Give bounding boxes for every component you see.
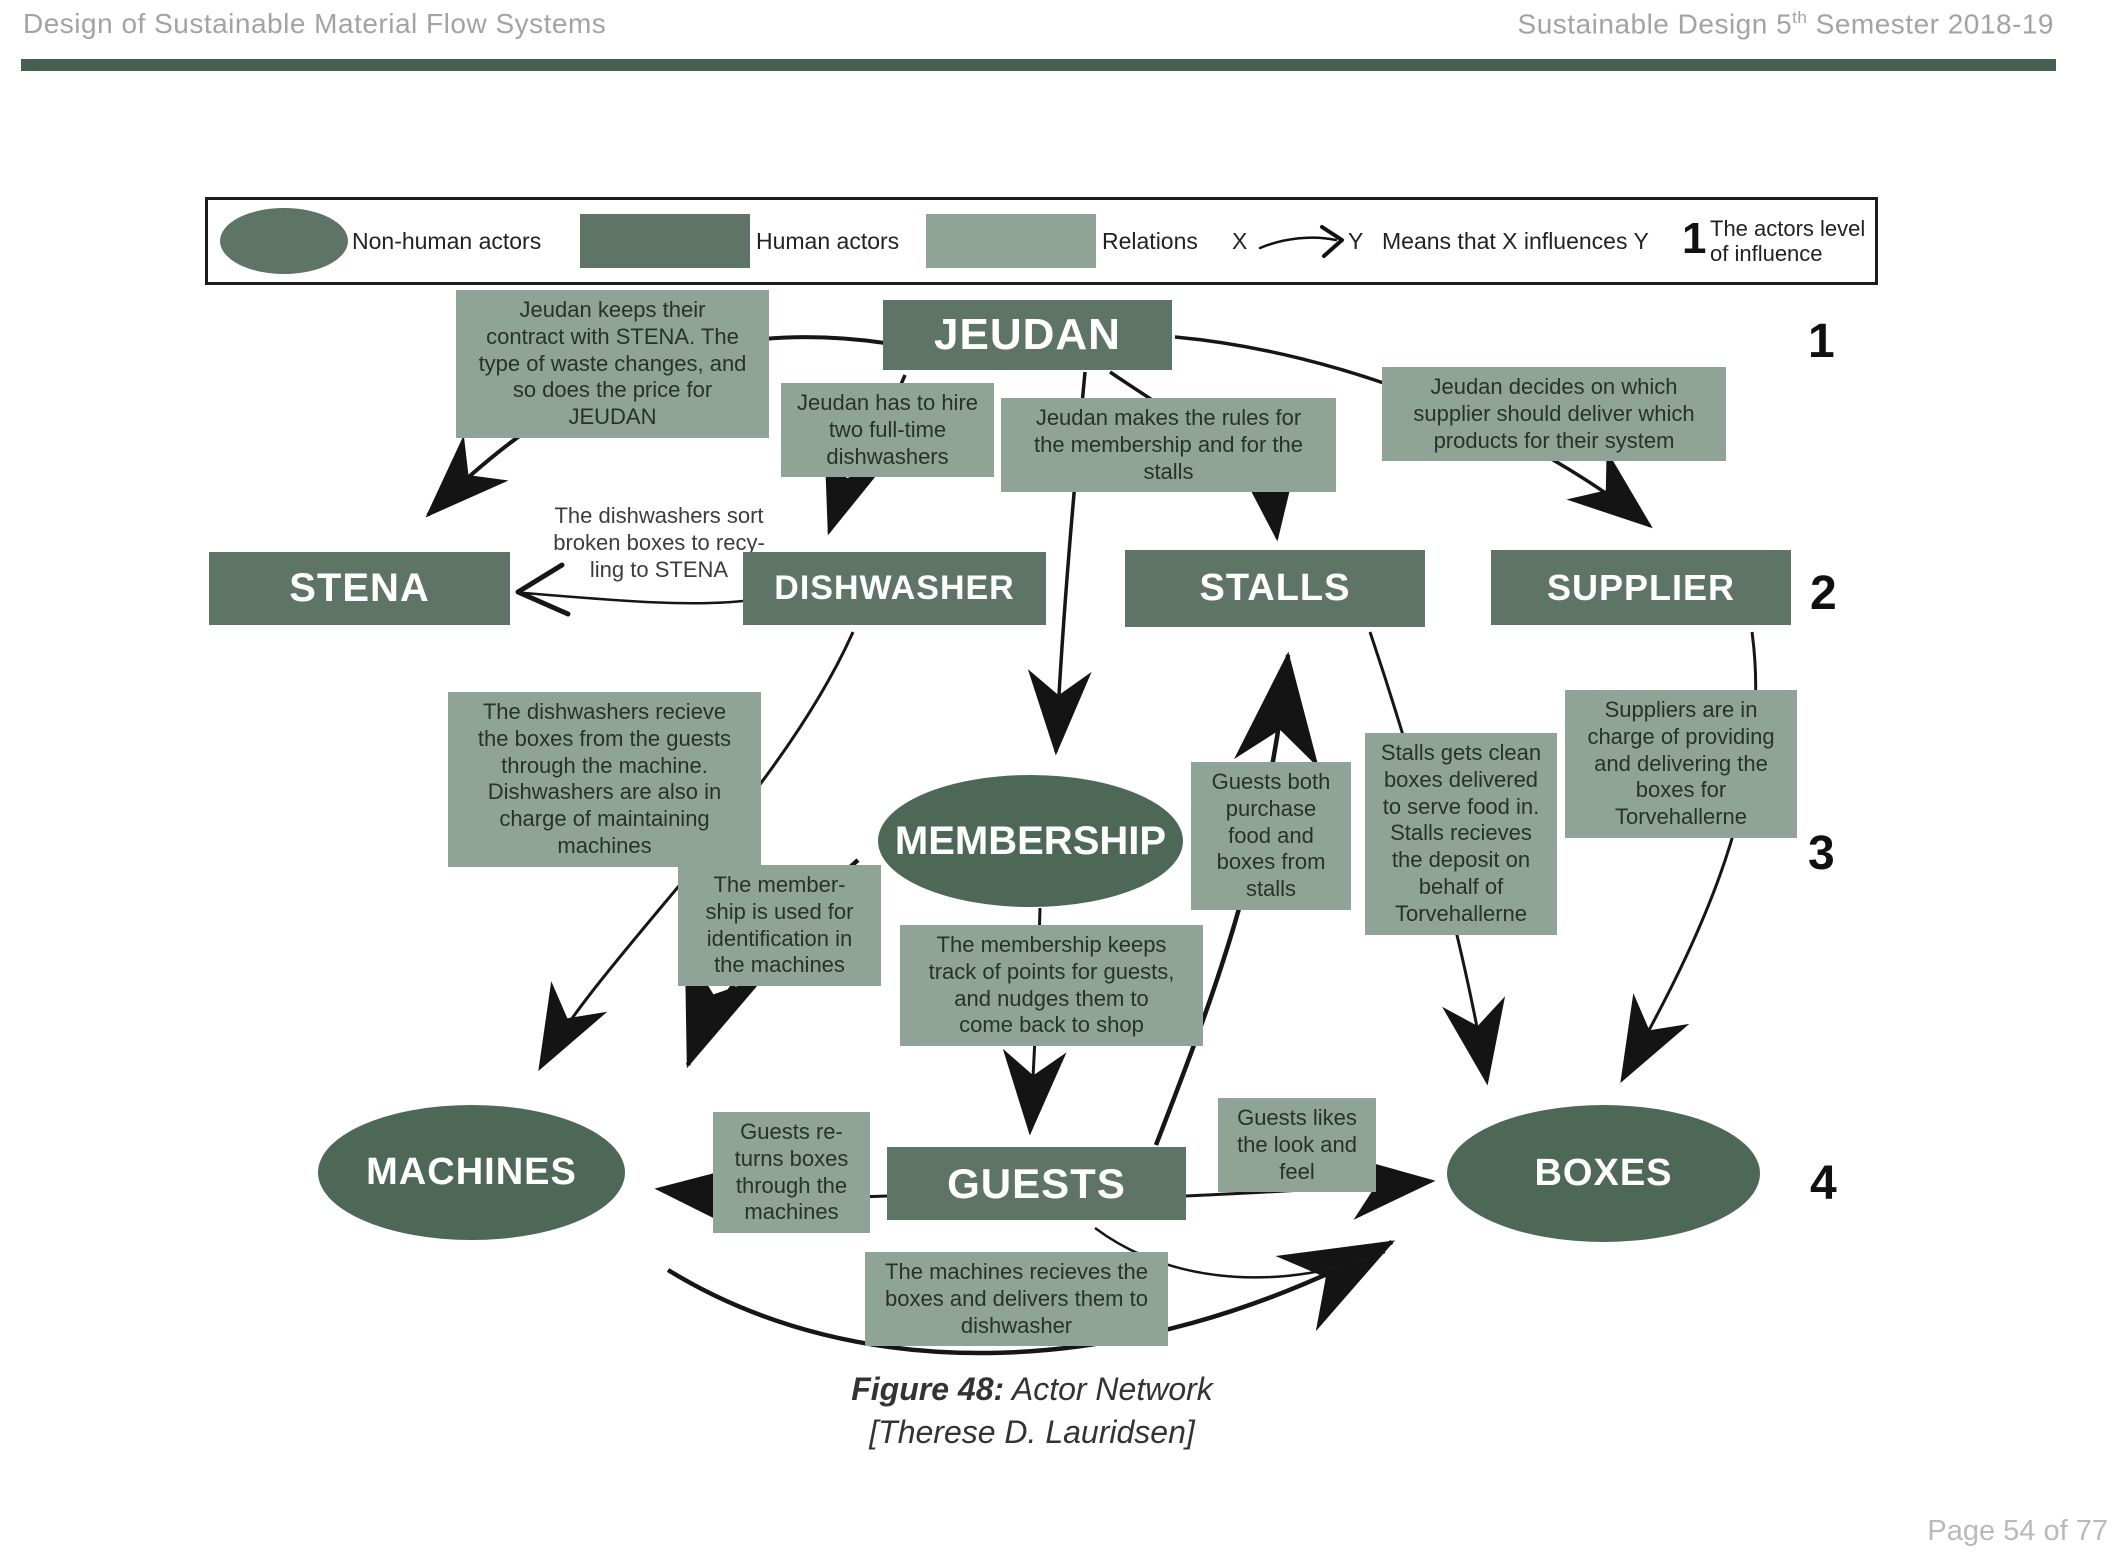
- legend-arrow-meaning: Means that X influences Y: [1382, 227, 1649, 254]
- node-stalls: STALLS: [1125, 550, 1425, 627]
- node-guests: GUESTS: [887, 1147, 1186, 1220]
- note-dishwasher-stena: The dishwashers sort broken boxes to rec…: [553, 503, 765, 582]
- node-membership: MEMBERSHIP: [878, 775, 1183, 907]
- node-jeudan: JEUDAN: [883, 300, 1172, 370]
- note-jeudan-stena: Jeudan keeps their contract with STENA. …: [456, 290, 769, 439]
- note-machines-dishwasher: The machines recieves the boxes and deli…: [865, 1252, 1168, 1347]
- legend-influence-arrow-icon: [1258, 225, 1344, 258]
- note-jeudan-stalls-membership: Jeudan makes the rules for the membershi…: [1001, 398, 1336, 493]
- figure-caption-line1: Figure 48: Actor Network: [732, 1368, 1332, 1411]
- level-4: 4: [1810, 1157, 1837, 1210]
- note-supplier-boxes: Suppliers are in charge of providing and…: [1565, 690, 1797, 839]
- level-2: 2: [1810, 567, 1837, 620]
- node-supplier: SUPPLIER: [1491, 550, 1791, 625]
- legend-level-number: 1: [1682, 214, 1707, 263]
- level-1: 1: [1808, 315, 1835, 368]
- legend-nonhuman-ellipse-swatch: [220, 208, 348, 274]
- node-machines: MACHINES: [318, 1105, 625, 1240]
- legend: Non-human actors Human actors Relations …: [205, 197, 1878, 285]
- legend-nonhuman-label: Non-human actors: [352, 227, 542, 254]
- node-stena: STENA: [209, 552, 510, 625]
- legend-y-label: Y: [1348, 227, 1364, 254]
- legend-human-label: Human actors: [756, 227, 900, 254]
- arrow-guests-to-stalls: [1153, 651, 1319, 1146]
- note-jeudan-dishwasher: Jeudan has to hire two full-time dishwas…: [781, 383, 994, 478]
- figure-caption-title: Actor Network: [1004, 1371, 1213, 1407]
- legend-human-rect-swatch: [580, 214, 750, 268]
- header-right-title: Sustainable Design 5th Semester 2018-19: [1518, 8, 2054, 40]
- legend-relations-label: Relations: [1102, 227, 1198, 254]
- figure-caption-author: [Therese D. Lauridsen]: [869, 1414, 1195, 1451]
- note-guests-boxes: Guests likes the look and feel: [1218, 1098, 1376, 1193]
- header-right-prefix: Sustainable Design 5: [1517, 8, 1793, 40]
- header-right-suffix: Semester 2018-19: [1807, 8, 2054, 40]
- header-left-title: Design of Sustainable Material Flow Syst…: [23, 8, 607, 39]
- arrow-dishwasher-to-stena-head: [515, 562, 571, 617]
- arrow-guests-bottom-curve: [1094, 1226, 1386, 1279]
- header-right-superscript: th: [1792, 8, 1808, 27]
- note-guests-machines: Guests re- turns boxes through the machi…: [713, 1112, 870, 1234]
- note-membership-machines: The member- ship is used for identificat…: [678, 865, 881, 987]
- legend-level-meaning: The actors level of influence: [1710, 216, 1866, 267]
- header-rule: [21, 59, 2056, 71]
- arrow-machines-to-boxes-bottom: [666, 1240, 1396, 1356]
- note-stalls-boxes: Stalls gets clean boxes delivered to ser…: [1365, 733, 1557, 935]
- legend-relations-rect-swatch: [926, 214, 1096, 268]
- note-jeudan-supplier: Jeudan decides on which supplier should …: [1382, 367, 1726, 462]
- note-guests-stalls: Guests both purchase food and boxes from…: [1191, 762, 1351, 911]
- figure-caption-label: Figure 48:: [851, 1371, 1005, 1407]
- note-dishwasher-machines: The dishwashers recieve the boxes from t…: [448, 692, 761, 867]
- level-3: 3: [1808, 827, 1835, 880]
- legend-x-label: X: [1232, 227, 1248, 254]
- note-membership-guests: The membership keeps track of points for…: [900, 925, 1203, 1047]
- figure-caption: Figure 48: Actor Network [Therese D. Lau…: [732, 1368, 1332, 1454]
- arrow-dishwasher-to-stena-line: [523, 591, 744, 605]
- page-number: Page 54 of 77: [1927, 1515, 2108, 1547]
- node-boxes: BOXES: [1447, 1105, 1760, 1242]
- node-dishwasher: DISHWASHER: [743, 552, 1046, 625]
